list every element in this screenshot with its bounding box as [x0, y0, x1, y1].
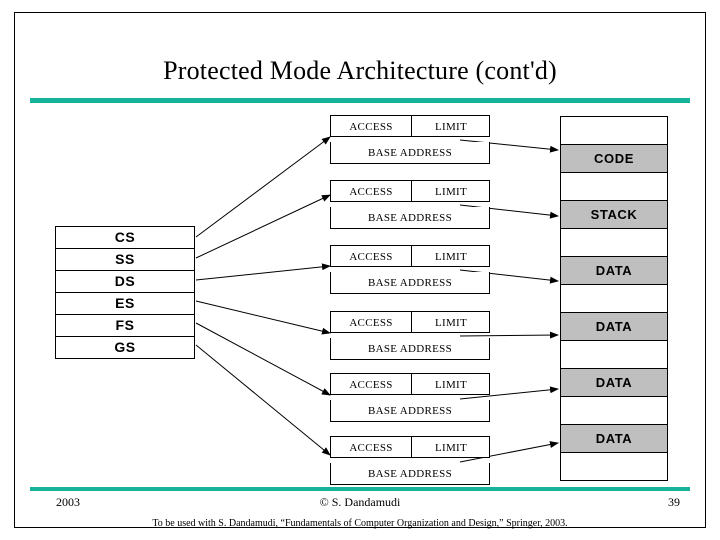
descriptor-block-3: ACCESS LIMIT BASE ADDRESS [330, 245, 490, 294]
descriptor-base-address: BASE ADDRESS [330, 272, 490, 294]
segment-register-cs: CS [56, 227, 194, 249]
memory-column: CODE STACK DATA DATA DATA DATA [560, 116, 668, 481]
descriptor-divider [411, 246, 412, 266]
descriptor-access-label: ACCESS [349, 379, 393, 391]
memory-segment-stack: STACK [561, 201, 667, 229]
descriptor-access-label: ACCESS [349, 251, 393, 263]
segment-register-ss: SS [56, 249, 194, 271]
descriptor-access-limit-row: ACCESS LIMIT [330, 245, 490, 267]
slide-border [14, 12, 706, 528]
footer-year: 2003 [56, 495, 80, 509]
descriptor-divider [411, 116, 412, 136]
footer-page-number: 39 [668, 495, 680, 509]
descriptor-base-address: BASE ADDRESS [330, 338, 490, 360]
descriptor-access-limit-row: ACCESS LIMIT [330, 180, 490, 202]
descriptor-access-label: ACCESS [349, 442, 393, 454]
footer-attribution: To be used with S. Dandamudi, “Fundament… [152, 518, 568, 529]
segment-register-fs: FS [56, 315, 194, 337]
descriptor-access-label: ACCESS [349, 186, 393, 198]
descriptor-access-limit-row: ACCESS LIMIT [330, 373, 490, 395]
memory-segment-0 [561, 117, 667, 145]
segment-register-file: CS SS DS ES FS GS [55, 226, 195, 359]
memory-segment-data-4: DATA [561, 425, 667, 453]
descriptor-base-address: BASE ADDRESS [330, 142, 490, 164]
descriptor-base-address: BASE ADDRESS [330, 400, 490, 422]
footer-divider [30, 487, 690, 491]
memory-segment-data-3: DATA [561, 369, 667, 397]
descriptor-limit-label: LIMIT [434, 317, 468, 329]
descriptor-limit-label: LIMIT [434, 442, 468, 454]
segment-register-es: ES [56, 293, 194, 315]
descriptor-limit-label: LIMIT [434, 379, 468, 391]
descriptor-limit-label: LIMIT [434, 251, 468, 263]
segment-register-ds: DS [56, 271, 194, 293]
memory-segment-data-1: DATA [561, 257, 667, 285]
descriptor-divider [411, 374, 412, 394]
descriptor-limit-label: LIMIT [434, 186, 468, 198]
memory-segment-code: CODE [561, 145, 667, 173]
segment-register-gs: GS [114, 339, 136, 355]
descriptor-access-limit-row: ACCESS LIMIT [330, 436, 490, 458]
descriptor-limit-label: LIMIT [434, 121, 468, 133]
memory-segment-6 [561, 285, 667, 313]
footer-copyright: © S. Dandamudi [319, 495, 401, 509]
descriptor-base-address: BASE ADDRESS [330, 463, 490, 485]
descriptor-block-5: ACCESS LIMIT BASE ADDRESS [330, 373, 490, 422]
descriptor-access-label: ACCESS [349, 317, 393, 329]
descriptor-divider [411, 312, 412, 332]
descriptor-block-4: ACCESS LIMIT BASE ADDRESS [330, 311, 490, 360]
descriptor-block-2: ACCESS LIMIT BASE ADDRESS [330, 180, 490, 229]
memory-segment-data-2: DATA [561, 313, 667, 341]
descriptor-block-1: ACCESS LIMIT BASE ADDRESS [330, 115, 490, 164]
descriptor-divider [411, 437, 412, 457]
descriptor-divider [411, 181, 412, 201]
descriptor-access-limit-row: ACCESS LIMIT [330, 115, 490, 137]
memory-segment-12 [561, 453, 667, 480]
descriptor-access-label: ACCESS [349, 121, 393, 133]
title-divider [30, 98, 690, 103]
descriptor-access-limit-row: ACCESS LIMIT [330, 311, 490, 333]
descriptor-block-6: ACCESS LIMIT BASE ADDRESS [330, 436, 490, 485]
memory-segment-4 [561, 229, 667, 257]
page-title: Protected Mode Architecture (cont'd) [163, 56, 557, 85]
descriptor-base-address: BASE ADDRESS [330, 207, 490, 229]
memory-segment-2 [561, 173, 667, 201]
memory-segment-10 [561, 397, 667, 425]
memory-segment-8 [561, 341, 667, 369]
